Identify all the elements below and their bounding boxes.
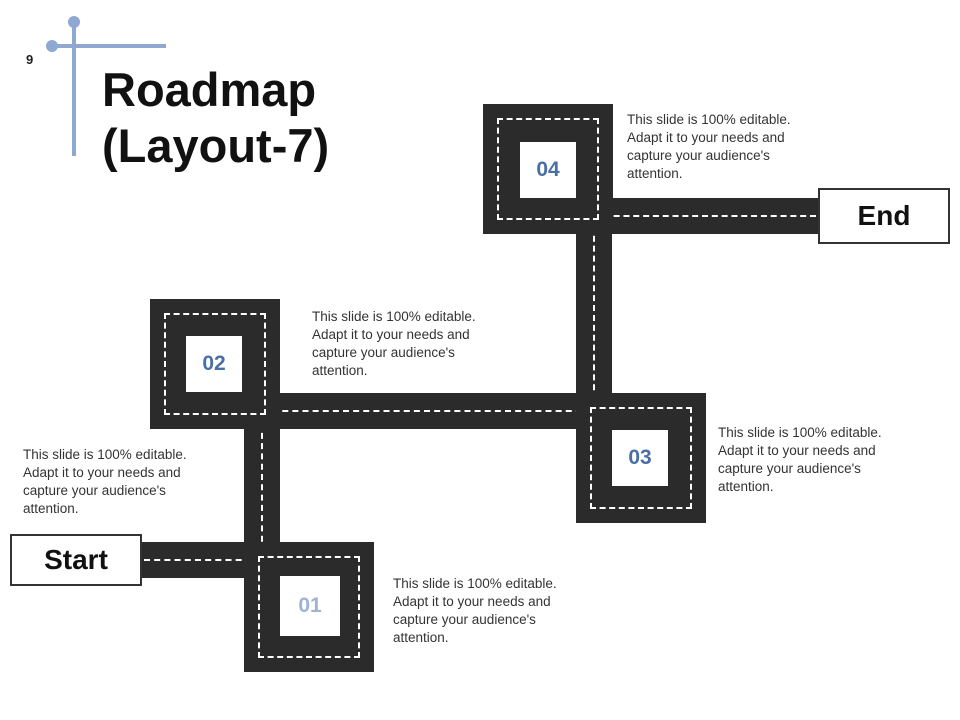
- milestone-number-box: 04: [520, 142, 576, 198]
- milestone-ring: [497, 118, 599, 220]
- slide-title-line-1: Roadmap: [102, 63, 317, 116]
- step-01-description: This slide is 100% editable. Adapt it to…: [393, 576, 557, 645]
- road-dash-02-03: [262, 410, 592, 412]
- road-dash-01-02: [261, 402, 263, 552]
- start-sign: Start: [10, 534, 142, 586]
- step-03-description: This slide is 100% editable. Adapt it to…: [718, 425, 882, 494]
- accent-dot-left: [46, 40, 58, 52]
- end-sign: End: [818, 188, 950, 244]
- milestone-block-04: 04: [483, 104, 613, 234]
- milestone-ring: [590, 407, 692, 509]
- milestone-ring: [258, 556, 360, 658]
- page-number: 9: [26, 52, 34, 67]
- start-description: This slide is 100% editable. Adapt it to…: [23, 447, 187, 516]
- step-02-description: This slide is 100% editable. Adapt it to…: [312, 309, 476, 378]
- milestone-block-03: 03: [576, 393, 706, 523]
- road-dash-03-04: [593, 216, 595, 410]
- road-dash-start: [144, 559, 262, 561]
- milestone-number: 02: [202, 352, 226, 375]
- accent-dot-top: [68, 16, 80, 28]
- accent-vertical-line: [72, 20, 76, 156]
- road-dash-end: [594, 215, 816, 217]
- milestone-number-box: 03: [612, 430, 668, 486]
- slide-title: Roadmap (Layout-7): [102, 62, 432, 174]
- milestone-number-box: 01: [280, 576, 340, 636]
- slide-title-line-2: (Layout-7): [102, 119, 330, 172]
- milestone-number-box: 02: [186, 336, 242, 392]
- milestone-block-02: 02: [150, 299, 280, 429]
- milestone-number: 01: [298, 594, 322, 617]
- milestone-number: 03: [628, 446, 652, 469]
- milestone-block-01: 01: [244, 542, 374, 672]
- step-04-description: This slide is 100% editable. Adapt it to…: [627, 112, 791, 181]
- accent-horizontal-line: [50, 44, 166, 48]
- milestone-ring: [164, 313, 266, 415]
- milestone-number: 04: [536, 158, 560, 181]
